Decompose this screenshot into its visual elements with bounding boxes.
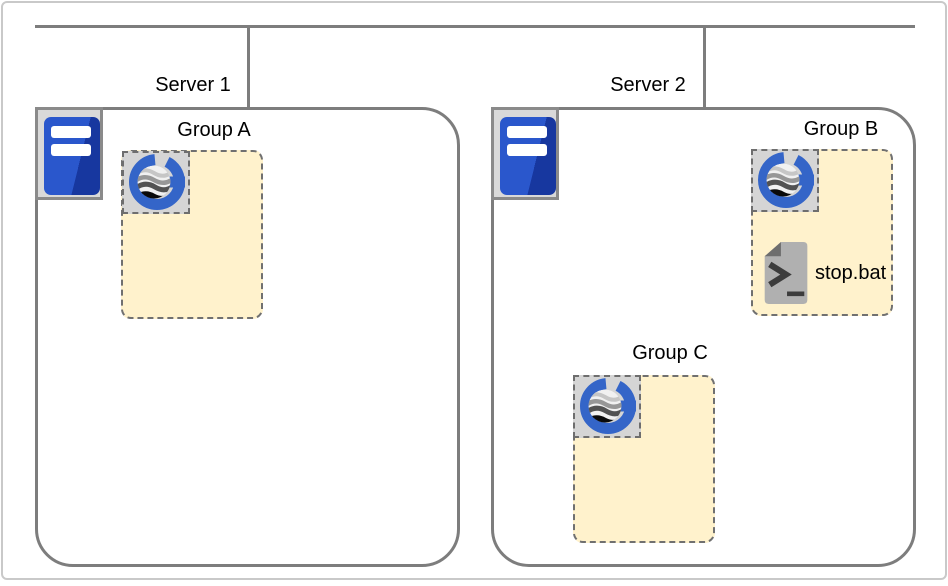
tower-slot-bar: [507, 144, 547, 156]
group-b-script-item: stop.bat: [760, 240, 890, 306]
script-file-label: stop.bat: [815, 262, 887, 284]
tower-slot-bar: [51, 126, 91, 138]
group-b-process-icon-box: [751, 149, 819, 212]
group-c-process-icon-box: [573, 375, 641, 438]
server2-host-icon: [491, 107, 559, 200]
server-tower-icon: [44, 117, 100, 195]
server1-label: Server 1: [155, 74, 231, 96]
server1-host-icon: [35, 107, 103, 200]
server2-connector-line: [703, 26, 706, 107]
tower-slot-bar: [51, 144, 91, 156]
tower-slot-bar: [507, 126, 547, 138]
server2-label: Server 2: [610, 74, 686, 96]
terminal-script-icon: [760, 240, 810, 306]
network-bus-line: [35, 25, 915, 28]
server1-connector-line: [247, 26, 250, 107]
goldengate-icon: [575, 377, 639, 436]
group-a-process-icon-box: [122, 151, 190, 214]
group-c-label: Group C: [632, 342, 708, 364]
group-b-label: Group B: [803, 118, 879, 140]
group-a-box: [121, 150, 263, 319]
group-a-label: Group A: [177, 119, 251, 141]
goldengate-icon: [753, 151, 817, 210]
server-tower-icon: [500, 117, 556, 195]
goldengate-icon: [124, 153, 188, 212]
